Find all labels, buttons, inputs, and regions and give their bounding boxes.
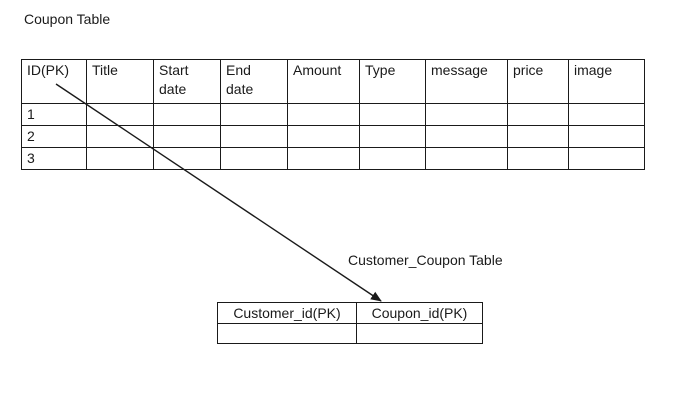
customer-coupon-table-header-cell: Customer_id(PK)	[217, 302, 357, 324]
coupon-table-header-cell: ID(PK)	[21, 59, 87, 104]
coupon-table-cell	[220, 125, 288, 148]
coupon-table-cell	[507, 125, 569, 148]
coupon-table-cell	[425, 103, 508, 126]
coupon-table-row: 2	[21, 125, 645, 148]
coupon-table-cell	[359, 103, 426, 126]
coupon-table-cell: 3	[21, 147, 87, 170]
customer-coupon-table-row	[217, 323, 483, 344]
coupon-table-cell	[568, 103, 645, 126]
coupon-table-header-row: ID(PK) Title Start date End date Amount …	[21, 59, 645, 104]
coupon-table-cell: 2	[21, 125, 87, 148]
coupon-table-cell	[287, 147, 360, 170]
coupon-table-cell	[153, 103, 221, 126]
coupon-table-header-cell: End date	[220, 59, 288, 104]
coupon-table-cell	[425, 147, 508, 170]
coupon-table-cell	[220, 147, 288, 170]
coupon-table-row: 1	[21, 103, 645, 126]
coupon-table-header-cell: Title	[86, 59, 154, 104]
coupon-table-header-cell: Amount	[287, 59, 360, 104]
coupon-table-cell: 1	[21, 103, 87, 126]
customer-coupon-table-cell	[356, 323, 483, 344]
coupon-table-cell	[220, 103, 288, 126]
coupon-table-cell	[359, 147, 426, 170]
coupon-table-cell	[287, 125, 360, 148]
coupon-table-header-cell: image	[568, 59, 645, 104]
coupon-table-row: 3	[21, 147, 645, 170]
coupon-table-cell	[568, 147, 645, 170]
coupon-table-cell	[86, 125, 154, 148]
customer-coupon-table-cell	[217, 323, 357, 344]
coupon-table-header-cell: message	[425, 59, 508, 104]
coupon-table-cell	[568, 125, 645, 148]
coupon-table-header-cell: Start date	[153, 59, 221, 104]
coupon-table-cell	[507, 103, 569, 126]
coupon-table-cell	[359, 125, 426, 148]
coupon-table-header-cell: price	[507, 59, 569, 104]
coupon-table-title: Coupon Table	[24, 11, 111, 27]
customer-coupon-table: Customer_id(PK) Coupon_id(PK)	[217, 302, 483, 344]
customer-coupon-table-header-row: Customer_id(PK) Coupon_id(PK)	[217, 302, 483, 324]
coupon-table-header-cell: Type	[359, 59, 426, 104]
coupon-table-cell	[287, 103, 360, 126]
coupon-table-cell	[425, 125, 508, 148]
customer-coupon-table-header-cell: Coupon_id(PK)	[356, 302, 483, 324]
coupon-table-cell	[507, 147, 569, 170]
coupon-table-cell	[86, 147, 154, 170]
coupon-table-cell	[86, 103, 154, 126]
customer-coupon-table-title: Customer_Coupon Table	[348, 252, 503, 268]
coupon-table-cell	[153, 125, 221, 148]
coupon-table: ID(PK) Title Start date End date Amount …	[21, 59, 645, 170]
coupon-table-cell	[153, 147, 221, 170]
